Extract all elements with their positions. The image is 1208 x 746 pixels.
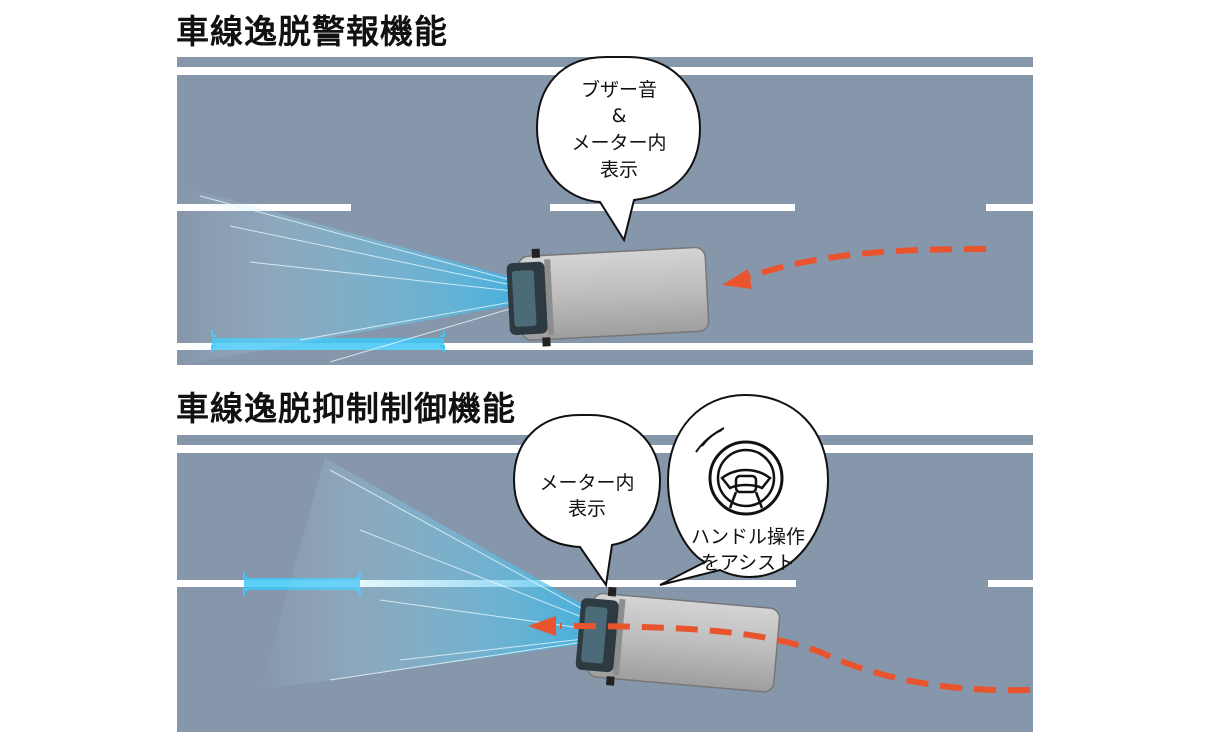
bubble-steering-line-1: ハンドル操作 [691, 526, 805, 548]
van-section1 [506, 246, 710, 347]
speech-bubble-warning: ブザー音 & メーター内 表示 [535, 56, 702, 243]
section2-title: 車線逸脱抑制制御機能 [176, 389, 516, 428]
correction-arrow-section2 [528, 616, 1031, 694]
lane-departure-warning-panel: ブザー音 & メーター内 表示 [177, 56, 1033, 365]
bubble-line-1: ブザー音 [581, 78, 657, 101]
speech-bubble-steering: ハンドル操作 をアシスト [659, 393, 830, 586]
van-section2 [575, 586, 781, 693]
approach-arrow-section1 [722, 246, 987, 289]
lane-markings-section1 [177, 204, 1033, 350]
bubble-line-4: 表示 [600, 159, 638, 181]
sensor-beam-section1 [180, 186, 541, 365]
speech-bubble-meter: メーター内 表示 [512, 414, 662, 588]
section1-title: 車線逸脱警報機能 [176, 12, 448, 51]
lane-keep-assist-panel: メーター内 表示 ハンドル操作 をアシスト [0, 380, 1208, 746]
bubble-line-3: メーター内 [571, 132, 666, 154]
bubble-meter-line-2: 表示 [568, 498, 606, 520]
bubble-meter-line-1: メーター内 [539, 472, 634, 494]
sensor-beam-section2 [260, 458, 611, 690]
bubble-line-2: & [612, 105, 627, 127]
bubble-steering-line-2: をアシスト [701, 552, 795, 574]
steering-wheel-icon [695, 427, 784, 516]
